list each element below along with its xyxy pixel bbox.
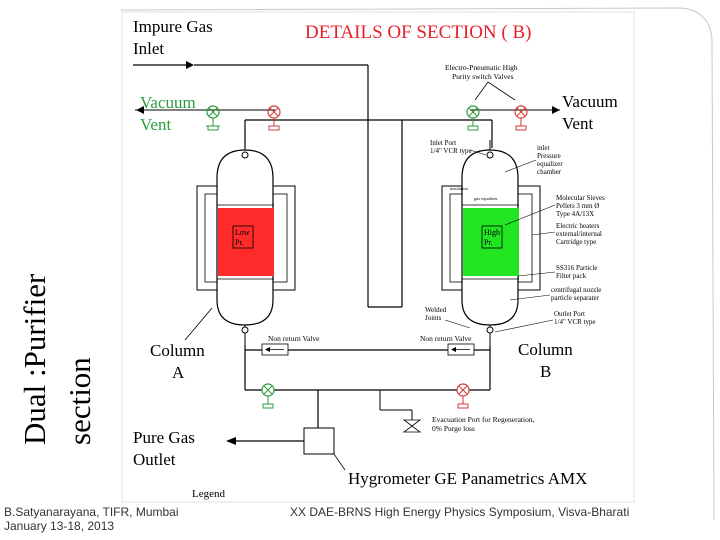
vent-left-arrow — [136, 106, 144, 114]
slide-title-line1: Dual :Purifier — [17, 273, 52, 445]
evacuation-valve — [402, 419, 422, 427]
svg-text:Joints: Joints — [425, 314, 442, 322]
column-a: Low Pr. — [196, 140, 296, 345]
evacuation-port-1: Evacuation Port for Regeneration, — [432, 415, 535, 424]
svg-text:1/4" VCR type: 1/4" VCR type — [554, 318, 596, 326]
column-b-label-2: B — [540, 362, 551, 381]
svg-text:Pressure: Pressure — [537, 152, 561, 160]
valve-red-top-right — [514, 105, 528, 131]
slide-title-line2: section — [62, 357, 97, 445]
hygrometer-label: Hygrometer GE Panametrics AMX — [348, 469, 587, 488]
non-return-right-label: Non return Valve — [420, 334, 472, 343]
column-a-label-1: Column — [150, 341, 205, 360]
svg-text:Inlet Port: Inlet Port — [430, 139, 456, 147]
vacuum-vent-left-1: Vacuum — [140, 93, 196, 112]
svg-text:Low: Low — [235, 228, 250, 237]
legend-label: Legend — [192, 488, 225, 500]
diagram-boundary — [121, 11, 635, 503]
svg-text:SS316 Particle: SS316 Particle — [556, 264, 597, 272]
vacuum-vent-right-2: Vent — [562, 114, 593, 133]
hygrometer-box — [303, 427, 335, 455]
svg-text:Pr.: Pr. — [235, 238, 244, 247]
svg-text:Molecular Sieves: Molecular Sieves — [556, 194, 605, 202]
valve-green-top-right — [466, 105, 480, 131]
valve-green-top-left — [206, 105, 220, 131]
slide-title-area: Dual :Purifier section — [17, 273, 97, 445]
svg-text:Type 4A/13X: Type 4A/13X — [556, 210, 594, 218]
high-pressure-bed — [463, 208, 519, 276]
svg-text:Pellets 3 mm Ø: Pellets 3 mm Ø — [556, 202, 599, 210]
svg-text:particle separater: particle separater — [551, 294, 600, 302]
svg-text:insulation: insulation — [450, 186, 468, 191]
svg-text:1/4" VCR type: 1/4" VCR type — [430, 147, 472, 155]
non-return-left-label: Non return Valve — [268, 334, 320, 343]
footer-symposium: XX DAE-BRNS High Energy Physics Symposiu… — [290, 505, 630, 519]
impure-gas-label-2: Inlet — [133, 39, 164, 58]
valve-red-top-left — [267, 105, 281, 131]
impure-gas-label-1: Impure Gas — [133, 17, 213, 36]
valve-red-bottom — [456, 383, 470, 409]
pure-gas-label-2: Outlet — [133, 450, 176, 469]
column-b-label-1: Column — [518, 340, 573, 359]
vent-right-arrow — [552, 106, 560, 114]
svg-text:chamber: chamber — [537, 168, 562, 176]
vacuum-vent-right-1: Vacuum — [562, 92, 618, 111]
outlet-arrow — [226, 437, 236, 445]
pure-gas-label-1: Pure Gas — [133, 428, 195, 447]
low-pressure-bed — [218, 208, 274, 276]
valves-note-2: Purity switch Valves — [452, 72, 514, 81]
svg-text:Filter pack: Filter pack — [556, 272, 587, 280]
svg-text:Outlet Port: Outlet Port — [554, 310, 585, 318]
footer-author-line2: January 13-18, 2013 — [4, 519, 115, 533]
valve-green-bottom — [261, 383, 275, 409]
inlet-arrow — [186, 61, 194, 69]
svg-text:equalizer: equalizer — [537, 160, 563, 168]
evacuation-port-2: 0% Purge loss — [432, 424, 475, 433]
column-a-label-2: A — [172, 363, 185, 382]
svg-text:Pr.: Pr. — [484, 238, 493, 247]
valves-note-1: Electro-Pneumatic High — [445, 63, 518, 72]
svg-text:gas equalizer: gas equalizer — [474, 196, 498, 201]
column-b: High Pr. — [441, 140, 541, 345]
svg-text:Electric heaters: Electric heaters — [556, 222, 600, 230]
footer-author: B.Satyanarayana, TIFR, Mumbai January 13… — [4, 505, 179, 533]
svg-text:Welded: Welded — [425, 306, 447, 314]
svg-text:centrifugal nozzle: centrifugal nozzle — [551, 286, 601, 294]
svg-text:Cartridge type: Cartridge type — [556, 238, 596, 246]
footer-author-line1: B.Satyanarayana, TIFR, Mumbai — [4, 505, 179, 519]
vacuum-vent-left-2: Vent — [140, 115, 171, 134]
svg-text:inlet: inlet — [537, 144, 549, 152]
svg-text:external/internal: external/internal — [556, 230, 602, 238]
diagram-heading: DETAILS OF SECTION ( B) — [305, 22, 531, 43]
svg-text:High: High — [484, 228, 500, 237]
